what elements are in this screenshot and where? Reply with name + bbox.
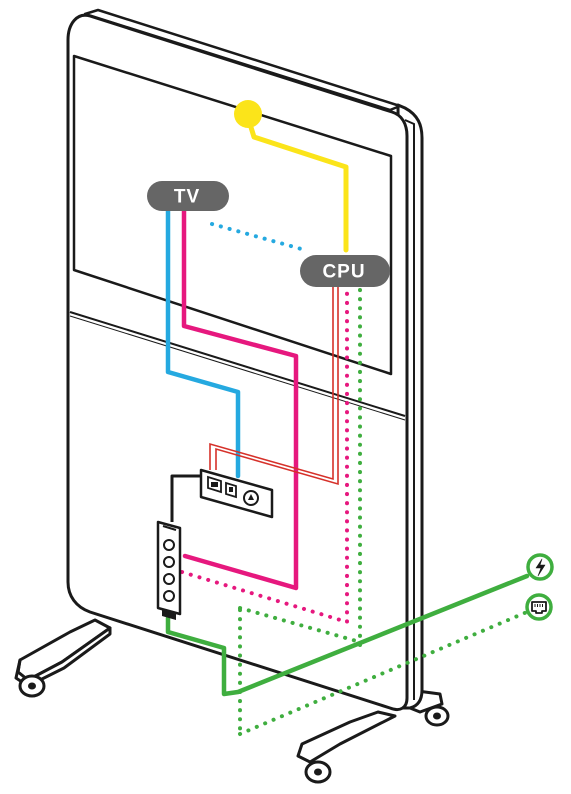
- camera-cable: [247, 121, 349, 253]
- panel-seam: [69, 311, 406, 417]
- power-cable: [165, 573, 530, 697]
- internal-dotted-route: [238, 606, 362, 644]
- black-cord: [170, 474, 201, 522]
- outlet-1: [163, 539, 175, 551]
- lightning-bolt-icon: [535, 558, 546, 577]
- usb-cable-tv: [165, 203, 241, 479]
- outlet-3: [163, 573, 175, 585]
- network-cable: [238, 610, 529, 736]
- hdmi-cable-tv: [181, 203, 299, 591]
- power-strip: [156, 520, 182, 620]
- cpu-label-pill: CPU: [300, 255, 390, 287]
- right-wheel-front: [304, 760, 332, 784]
- hdmi-cable-dotted: [180, 280, 349, 624]
- power-outlet-icon: [526, 553, 554, 581]
- network-outlet-icon: [525, 593, 553, 621]
- cpu-cable: [209, 282, 339, 486]
- usb-cable-dotted: [210, 222, 307, 252]
- outlet-4: [163, 590, 175, 602]
- outlet-2: [163, 556, 175, 568]
- ethernet-port-icon: [531, 601, 547, 614]
- cpu-label: CPU: [322, 262, 365, 283]
- right-wheel-back: [424, 705, 450, 727]
- camera-dot: [234, 100, 262, 128]
- tv-label: TV: [174, 187, 200, 208]
- wall-plate: [199, 468, 274, 519]
- panel-seam-shadow: [69, 315, 406, 421]
- left-wheel: [18, 674, 46, 698]
- tv-label-pill: TV: [147, 181, 229, 211]
- board-side-edge-line: [404, 119, 415, 700]
- screen-area: [72, 54, 393, 376]
